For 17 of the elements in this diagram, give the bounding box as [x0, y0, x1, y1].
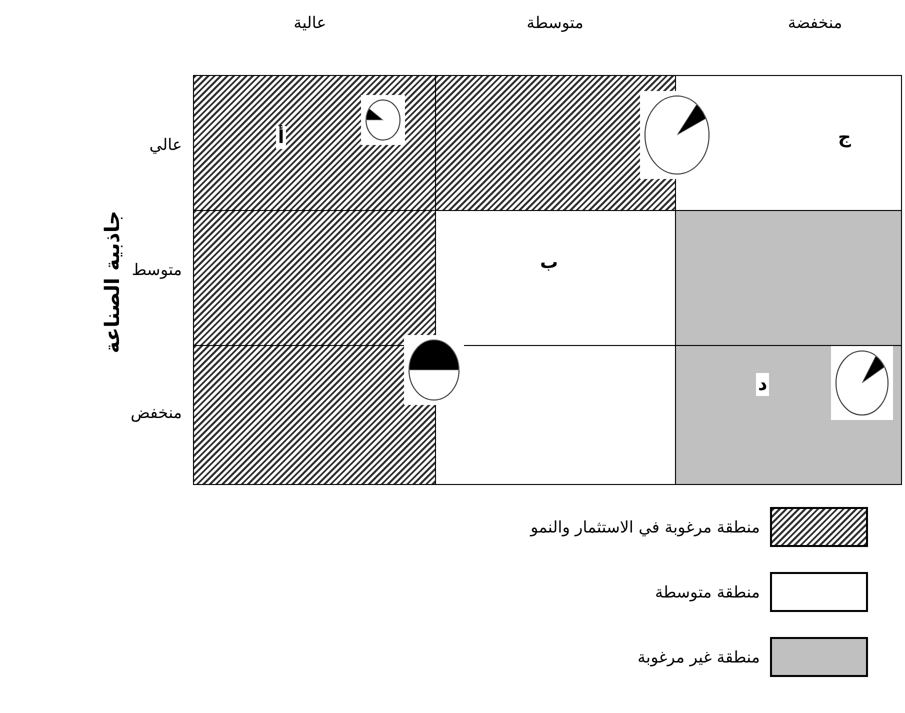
cell-letter: د: [756, 373, 770, 396]
matrix-cell: [435, 345, 676, 484]
row-label: عالي: [149, 135, 182, 154]
shaded-matrix-cell: [675, 210, 902, 346]
hatched-matrix-cell: [193, 75, 436, 212]
hatched-matrix-cell: [193, 345, 436, 484]
row-label: منخفض: [130, 403, 182, 422]
axis-title: جاذبية الصناعة: [100, 210, 124, 354]
column-label: منخفضة: [788, 13, 842, 32]
hatched-matrix-cell: [193, 210, 436, 346]
column-label: متوسطة: [526, 13, 584, 32]
cell-letter: أ: [276, 126, 286, 150]
legend-text: منطقة متوسطة: [654, 582, 760, 602]
legend-text: منطقة غير مرغوبة: [638, 648, 760, 666]
legend-text: منطقة مرغوبة في الاستثمار والنمو: [530, 518, 760, 536]
column-label: عالية: [294, 13, 326, 32]
row-label: متوسط: [132, 260, 182, 279]
